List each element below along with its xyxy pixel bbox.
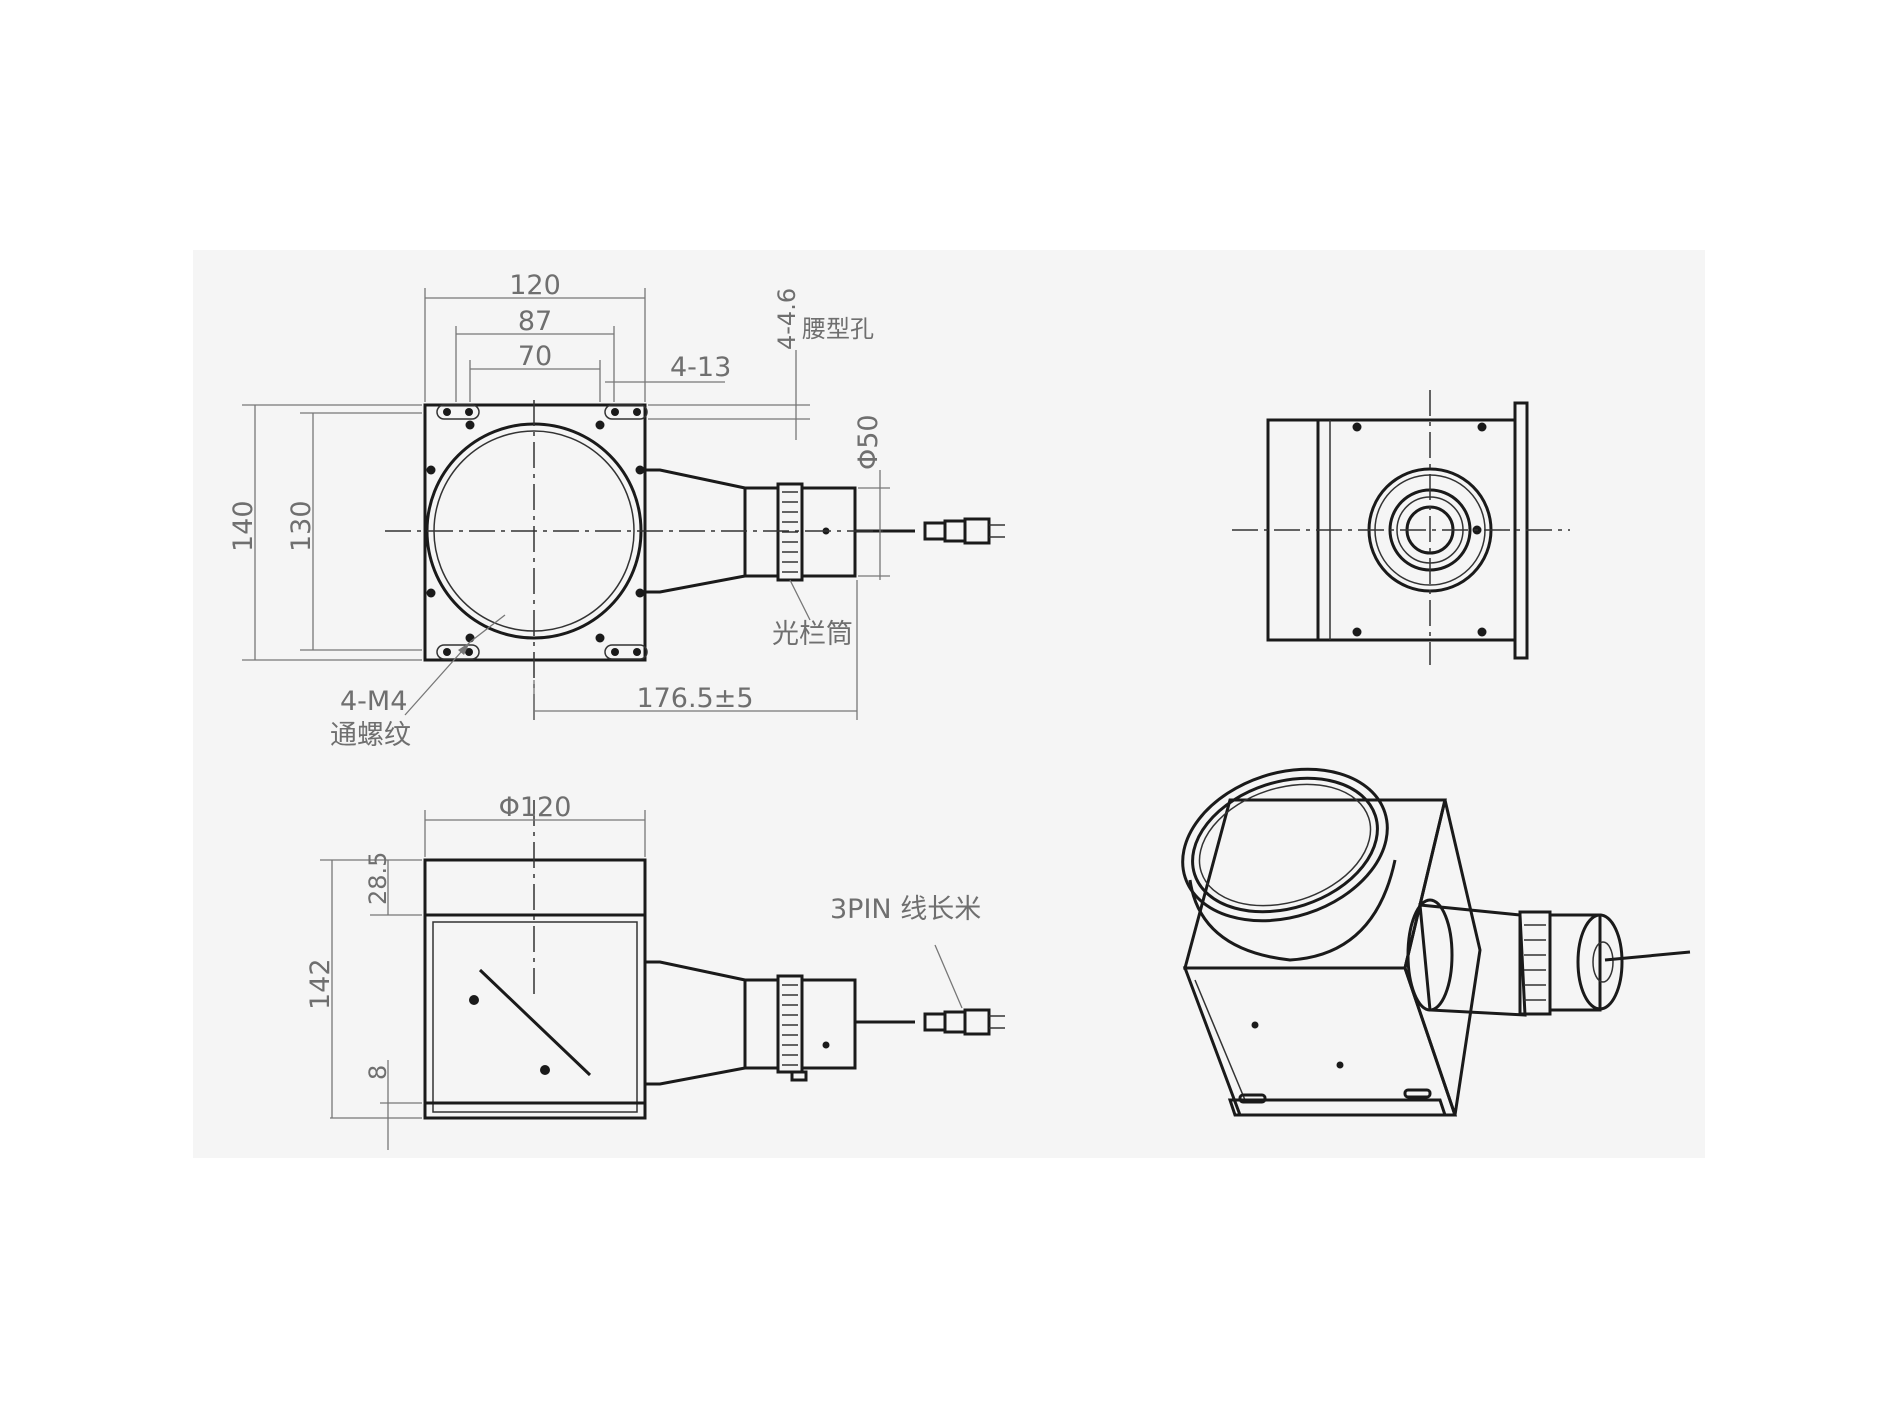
side-aperture-tube <box>800 978 857 1070</box>
cable-leader <box>934 944 963 1009</box>
dim-4-13: 4-13 <box>670 352 731 383</box>
aperture-leader <box>789 579 811 621</box>
dim-87: 87 <box>518 306 552 337</box>
mirror-diagonal <box>478 968 592 1077</box>
aperture-tube-label: 光栏筒 <box>772 619 853 650</box>
front-view-dimensions: 120 87 70 4-13 4-4.6 腰型孔 Φ50 140 130 光栏筒 <box>228 270 890 751</box>
dim-4-4-6: 4-4.6 <box>773 288 801 350</box>
dim-phi120: Φ120 <box>499 792 572 823</box>
drawing-panel <box>193 250 1705 1158</box>
dim-176-5: 176.5±5 <box>636 683 753 714</box>
iso-aperture-tube <box>1548 913 1602 1012</box>
dim-28-5: 28.5 <box>364 852 392 905</box>
dim-8: 8 <box>364 1065 392 1080</box>
mount-slot-top-left <box>436 404 480 420</box>
mount-slot-bottom-right <box>604 644 648 660</box>
thread-label: 通螺纹 <box>330 720 411 751</box>
cable-length-label: 3PIN 线长米 <box>830 894 981 925</box>
side-view <box>423 800 1005 1120</box>
side-view-dimensions: Φ120 28.5 142 8 3PIN 线长米 <box>305 792 981 1150</box>
dim-130: 130 <box>286 500 317 552</box>
iso-cable-stub <box>1604 950 1691 962</box>
mount-slot-top-right <box>604 404 648 420</box>
dim-phi50: Φ50 <box>853 414 884 470</box>
lock-screw <box>790 1070 808 1082</box>
isometric-view <box>1181 767 1691 1117</box>
thread-leader <box>404 641 471 716</box>
end-view <box>1232 390 1570 665</box>
dim-70: 70 <box>518 341 552 372</box>
iso-top-face <box>1183 798 1447 970</box>
connector-plug <box>963 517 991 545</box>
thread-spec: 4-M4 <box>340 686 407 717</box>
dim-120: 120 <box>509 270 561 301</box>
dim-140: 140 <box>228 500 259 552</box>
front-view <box>385 400 1005 720</box>
iso-aperture-ring-inner <box>1191 776 1379 914</box>
dim-142: 142 <box>305 958 336 1010</box>
iso-aperture-ring-outer <box>1181 767 1389 923</box>
mount-slot-bottom-left <box>436 644 480 660</box>
slot-hole-label: 腰型孔 <box>802 315 874 343</box>
